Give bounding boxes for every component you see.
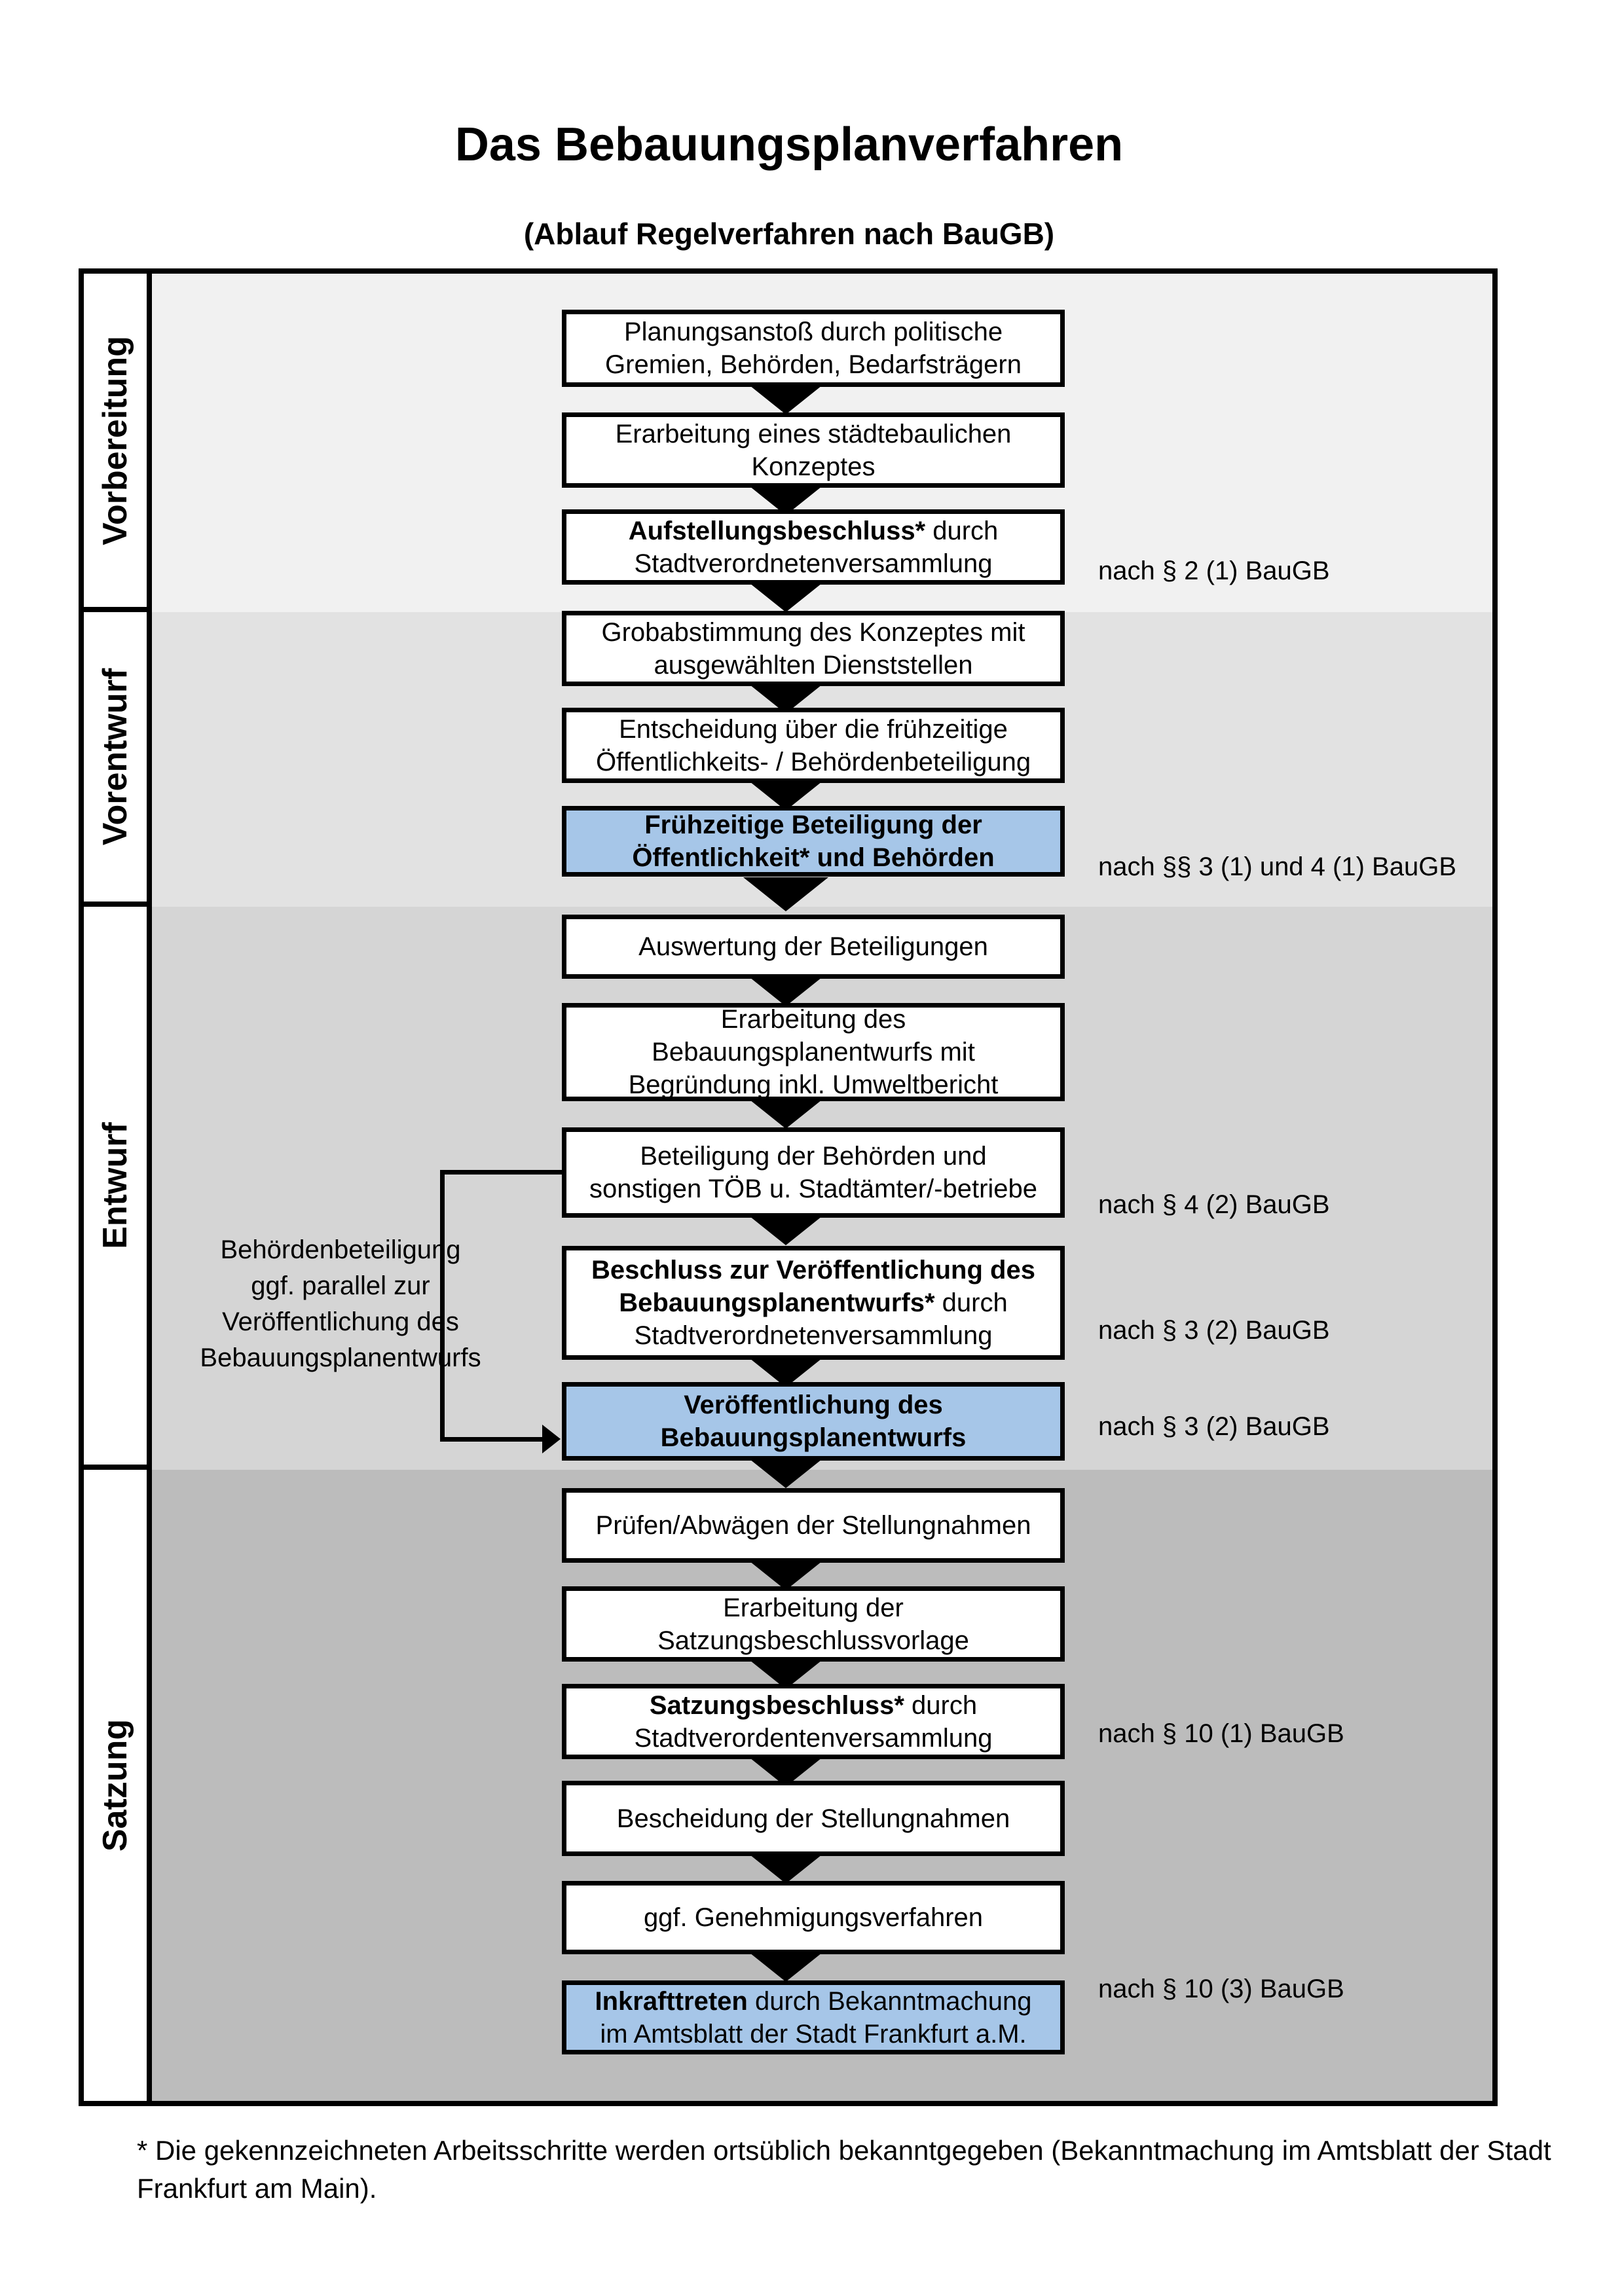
legal-ref-1: nach § 2 (1) BauGB <box>1098 556 1330 585</box>
footnote: * Die gekennzeichneten Arbeitsschritte w… <box>137 2135 1551 2204</box>
flow-box-satzungsbeschlussvorlage: Erarbeitung der Satzungsbeschlussvorlage <box>562 1586 1065 1662</box>
flow-box-beteiligung-behoerden: Beteiligung der Behörden und sonstigen T… <box>562 1127 1065 1218</box>
flow-arrow-down <box>743 877 828 911</box>
phase-cell-vorentwurf: Vorentwurf <box>84 612 152 907</box>
flow-box-pruefen-abwaegen: Prüfen/Abwägen der Stellungnahmen <box>562 1488 1065 1563</box>
flow-box-aufstellungsbeschluss: Aufstellungsbeschluss* durch Stadtverord… <box>562 509 1065 585</box>
flow-box-beschluss-veroeffentlichung: Beschluss zur Veröffentlichung des Bebau… <box>562 1246 1065 1360</box>
connector-line <box>440 1170 445 1442</box>
flow-box-planungsanstoss: Planungsanstoß durch politische Gremien,… <box>562 310 1065 387</box>
phase-cell-vorbereitung: Vorbereitung <box>84 274 152 612</box>
side-note: Behördenbeteiligung ggf. parallel zur Ve… <box>200 1235 481 1372</box>
flow-box-satzungsbeschluss: Satzungsbeschluss* durch Stadtverordente… <box>562 1684 1065 1759</box>
legal-ref-6: nach § 10 (1) BauGB <box>1098 1719 1344 1748</box>
page-subtitle: (Ablauf Regelverfahren nach BauGB) <box>523 217 1055 251</box>
legal-ref-2: nach §§ 3 (1) und 4 (1) BauGB <box>1098 852 1456 881</box>
phase-cell-entwurf: Entwurf <box>84 907 152 1470</box>
flow-box-bescheidung-stellungnahmen: Bescheidung der Stellungnahmen <box>562 1781 1065 1856</box>
flow-box-staedtebauliches-konzept: Erarbeitung eines städtebaulichen Konzep… <box>562 412 1065 488</box>
diagram-frame <box>79 268 1498 2106</box>
legal-ref-7: nach § 10 (3) BauGB <box>1098 1975 1344 2003</box>
flow-box-veroeffentlichung-entwurf: Veröffentlichung des Bebauungsplanentwur… <box>562 1382 1065 1461</box>
flow-box-inkrafttreten: Inkrafttreten durch Bekanntmachung im Am… <box>562 1980 1065 2054</box>
flow-box-fruehzeitige-beteiligung: Frühzeitige Beteiligung der Öffentlichke… <box>562 806 1065 877</box>
flow-box-grobabstimmung: Grobabstimmung des Konzeptes mit ausgewä… <box>562 611 1065 686</box>
legal-ref-3: nach § 4 (2) BauGB <box>1098 1190 1330 1219</box>
legal-ref-5: nach § 3 (2) BauGB <box>1098 1412 1330 1441</box>
phase-cell-satzung: Satzung <box>84 1470 152 2101</box>
connector-line <box>440 1170 562 1175</box>
flow-box-entscheidung-beteiligung: Entscheidung über die frühzeitige Öffent… <box>562 708 1065 783</box>
flow-box-auswertung-beteiligungen: Auswertung der Beteiligungen <box>562 915 1065 979</box>
page-title: Das Bebauungsplanverfahren <box>454 118 1124 171</box>
legal-ref-4: nach § 3 (2) BauGB <box>1098 1316 1330 1345</box>
flow-box-erarbeitung-entwurf: Erarbeitung des Bebauungsplanentwurfs mi… <box>562 1003 1065 1101</box>
connector-arrowhead-icon <box>542 1425 561 1453</box>
flow-box-genehmigungsverfahren: ggf. Genehmigungsverfahren <box>562 1881 1065 1954</box>
connector-line <box>440 1437 545 1442</box>
